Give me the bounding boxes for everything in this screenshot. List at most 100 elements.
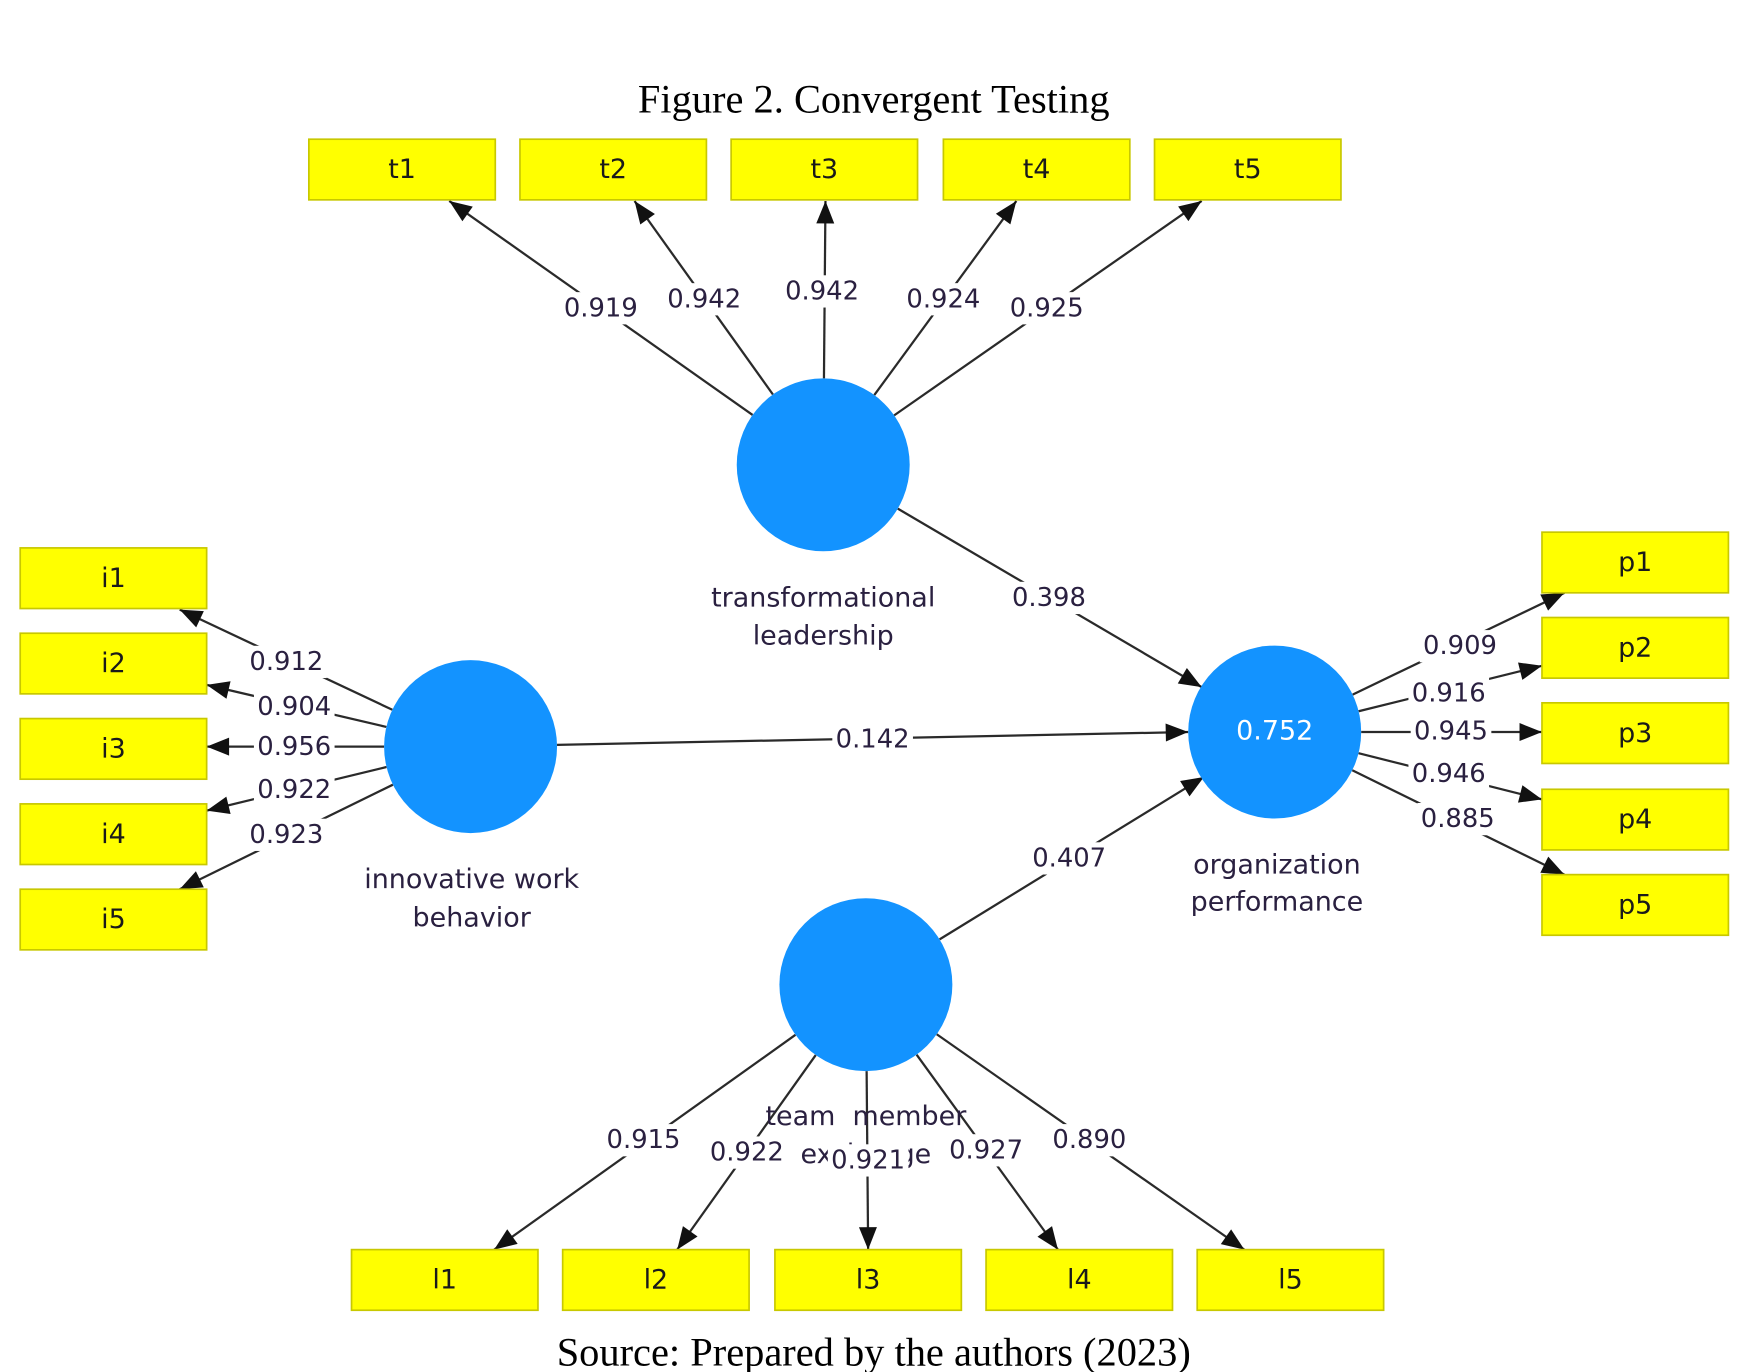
- arrow-head-t3: [816, 200, 835, 224]
- indicator-label-i1: i1: [101, 563, 126, 594]
- arrow-head-p3: [1519, 723, 1542, 742]
- loading-value-l1: 0.915: [607, 1125, 681, 1155]
- latent-label-iwb: behavior: [413, 902, 532, 933]
- arrow-head-l2: [677, 1226, 698, 1250]
- latent-label-tl: transformational: [711, 582, 935, 613]
- indicator-box-i1[interactable]: [19, 547, 208, 610]
- indicator-label-p2: p2: [1618, 632, 1652, 663]
- latent-tl[interactable]: [736, 378, 910, 552]
- indicator-box-t2[interactable]: [519, 138, 708, 201]
- indicator-label-l1: l1: [432, 1265, 457, 1296]
- arrow-head-t2: [634, 200, 655, 225]
- loading-value-p1-bg: [1419, 630, 1501, 663]
- loading-value-t3: 0.942: [785, 276, 859, 306]
- path-arrow-head-iwb: [1165, 723, 1189, 742]
- loading-value-p1: 0.909: [1423, 631, 1497, 661]
- loading-value-p2: 0.916: [1412, 678, 1486, 708]
- path-arrow-head-tmx: [1180, 776, 1204, 797]
- loading-value-l2: 0.922: [710, 1138, 784, 1168]
- arrow-head-i5: [179, 871, 204, 890]
- indicator-label-i5: i5: [101, 904, 126, 935]
- path-coef-tl-to-op-bg: [1008, 581, 1090, 615]
- path-coef-tmx-to-op-bg: [1028, 842, 1110, 875]
- path-coef-tl-to-op: 0.398: [1012, 583, 1086, 613]
- indicator-box-t3[interactable]: [730, 138, 919, 201]
- indicator-label-i3: i3: [101, 733, 126, 764]
- arrow-head-l4: [1037, 1226, 1058, 1250]
- indicator-box-i5[interactable]: [19, 888, 208, 951]
- arrow-head-i1: [179, 609, 204, 628]
- indicator-label-l2: l2: [644, 1265, 669, 1296]
- arrow-head-p2: [1518, 662, 1542, 680]
- latent-op[interactable]: [1188, 645, 1362, 819]
- loading-value-i3: 0.956: [257, 732, 331, 762]
- indicator-box-t1[interactable]: [308, 138, 497, 201]
- indicator-box-p3[interactable]: [1541, 701, 1730, 765]
- indicator-box-p4[interactable]: [1541, 788, 1730, 851]
- loading-value-i5-bg: [246, 818, 327, 851]
- indicator-label-t5: t5: [1234, 154, 1262, 185]
- figure-title: Figure 2. Convergent Testing: [638, 76, 1110, 121]
- indicator-box-p1[interactable]: [1541, 531, 1730, 594]
- loading-value-i4-bg: [253, 773, 335, 807]
- indicator-box-i4[interactable]: [19, 803, 208, 866]
- indicator-box-t5[interactable]: [1153, 138, 1342, 201]
- loading-value-t1: 0.919: [564, 293, 638, 323]
- indicator-label-t1: t1: [388, 154, 416, 185]
- arrow-head-p5: [1540, 856, 1565, 875]
- r-squared-op: 0.752: [1236, 716, 1313, 747]
- latent-label-tl: leadership: [753, 620, 894, 651]
- latent-iwb[interactable]: [384, 660, 558, 834]
- loading-value-p5: 0.885: [1421, 804, 1495, 834]
- arrow-head-l3: [858, 1227, 877, 1250]
- loading-value-l5-bg: [1049, 1124, 1130, 1157]
- loading-value-i2: 0.904: [257, 692, 331, 722]
- loading-value-i1-bg: [246, 645, 327, 679]
- path-coef-iwb-to-op-bg: [832, 723, 913, 756]
- indicator-label-l3: l3: [856, 1265, 881, 1296]
- loading-value-p5-bg: [1417, 802, 1499, 836]
- latent-label-iwb: innovative work: [364, 864, 579, 895]
- arrow-head-p4: [1518, 785, 1542, 803]
- indicator-box-l1[interactable]: [350, 1248, 539, 1312]
- loading-value-t5-bg: [1006, 292, 1088, 325]
- indicator-box-l2[interactable]: [561, 1248, 750, 1312]
- indicator-box-i2[interactable]: [19, 632, 208, 695]
- figure-source: Source: Prepared by the authors (2023): [557, 1329, 1191, 1372]
- loading-value-p2-bg: [1408, 677, 1490, 710]
- loading-value-t4: 0.924: [906, 284, 980, 314]
- latent-tmx[interactable]: [779, 898, 953, 1072]
- indicator-box-p5[interactable]: [1541, 873, 1730, 937]
- loading-value-l5: 0.890: [1052, 1125, 1126, 1155]
- indicator-label-l4: l4: [1067, 1265, 1092, 1296]
- loading-value-l2-bg: [706, 1136, 788, 1169]
- arrow-head-i3: [206, 737, 230, 756]
- arrow-head-t5: [1178, 200, 1202, 222]
- indicator-box-l3[interactable]: [774, 1248, 963, 1312]
- indicator-label-i4: i4: [101, 819, 126, 850]
- indicator-label-p4: p4: [1618, 804, 1652, 835]
- indicator-box-t4[interactable]: [942, 138, 1131, 201]
- loading-value-t3-bg: [781, 275, 863, 308]
- indicator-label-t2: t2: [599, 154, 627, 185]
- loading-value-p4-bg: [1408, 758, 1490, 791]
- arrow-head-l1: [494, 1229, 518, 1250]
- loading-value-l1-bg: [603, 1124, 684, 1157]
- indicator-label-t3: t3: [810, 154, 838, 185]
- indicator-box-l4[interactable]: [985, 1248, 1174, 1312]
- loading-value-i1: 0.912: [249, 647, 323, 677]
- indicator-box-p2[interactable]: [1541, 616, 1730, 679]
- loading-value-p3-bg: [1410, 715, 1492, 748]
- loading-value-l3: 0.921: [831, 1145, 905, 1175]
- indicator-box-l5[interactable]: [1196, 1248, 1385, 1312]
- arrow-head-p1: [1540, 592, 1565, 611]
- indicator-label-l5: l5: [1278, 1265, 1303, 1296]
- arrow-head-l5: [1220, 1229, 1245, 1250]
- indicator-label-p3: p3: [1618, 718, 1652, 749]
- loading-value-i4: 0.922: [257, 775, 331, 805]
- indicator-label-i2: i2: [101, 648, 126, 679]
- loading-value-l4: 0.927: [949, 1135, 1023, 1165]
- indicator-box-i3[interactable]: [19, 717, 208, 781]
- loading-value-t5: 0.925: [1010, 293, 1084, 323]
